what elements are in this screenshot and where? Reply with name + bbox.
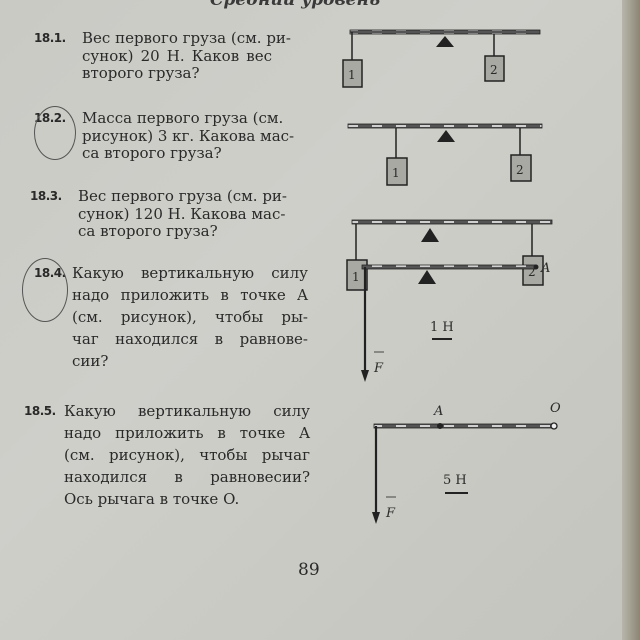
force-arrow-icon <box>372 512 380 524</box>
text-line: рисунок) 3 кг. Какова мас- <box>82 126 295 145</box>
weight-1-label: 1 <box>392 166 400 180</box>
text-line: Вес первого груза (см. ри- <box>82 29 291 47</box>
weight-2-label: 2 <box>490 63 498 77</box>
problem-number: 18.5. <box>24 404 56 418</box>
text-line: находился в равновесии? <box>64 468 310 486</box>
text-line: чаг находился в равнове- <box>72 330 308 348</box>
figure-18-2: 1 2 <box>347 123 543 186</box>
weight-1-label: 1 <box>352 270 360 284</box>
text-line: (см. рисунок), чтобы ры- <box>72 308 308 326</box>
pivot-o-icon <box>550 422 558 430</box>
scale-label: 1 Н <box>430 320 454 335</box>
text-line: сии? <box>72 352 109 370</box>
text-line: Масса первого груза (см. <box>82 109 284 127</box>
point-a-label: A <box>433 404 443 419</box>
text-line: сунок) 120 Н. Какова мас- <box>78 204 286 223</box>
force-arrow-icon <box>361 370 369 382</box>
problem-number: 18.3. <box>30 189 62 203</box>
figure-18-4: A F 1 Н <box>361 261 550 382</box>
text-line: са второго груза? <box>78 222 218 240</box>
figure-18-5: A O F 5 Н <box>372 401 561 524</box>
force-label: F <box>373 361 384 376</box>
book-spine <box>622 0 640 640</box>
force-label: F <box>385 506 396 521</box>
fulcrum-icon <box>421 228 439 242</box>
figure-18-1: 1 2 <box>342 29 541 88</box>
text-line: Какую вертикальную силу <box>72 264 308 282</box>
problem-18-3: 18.3. Вес первого груза (см. ри- сунок) … <box>30 187 287 241</box>
pencil-circle <box>34 106 76 160</box>
fulcrum-icon <box>437 130 455 142</box>
scale-label: 5 Н <box>443 473 467 488</box>
text-line: сунок) 20 Н. Каков вес <box>82 46 272 65</box>
problem-18-5: 18.5. Какую вертикальную силу надо прило… <box>24 400 310 510</box>
text-line: (см. рисунок), чтобы рычаг <box>64 446 310 464</box>
weight-2-label: 2 <box>516 163 524 177</box>
problem-18-1: 18.1. Вес первого груза (см. ри- сунок) … <box>34 29 291 83</box>
fulcrum-icon <box>418 270 436 284</box>
pencil-circle <box>22 258 68 322</box>
problem-number: 18.1. <box>34 31 66 45</box>
point-o-label: O <box>550 401 561 416</box>
point-a-label: A <box>540 261 550 276</box>
text-line: Какую вертикальную силу <box>64 402 310 420</box>
text-line: надо приложить в точке A <box>72 286 308 304</box>
page-number: 89 <box>298 560 320 580</box>
text-line: надо приложить в точке A <box>64 424 310 442</box>
fulcrum-icon <box>436 36 454 47</box>
text-line: Вес первого груза (см. ри- <box>78 187 287 205</box>
text-line: Ось рычага в точке O. <box>64 490 240 508</box>
section-header: Средний уровень <box>210 0 381 10</box>
figure-18-3: 1 2 <box>346 219 553 291</box>
point-a-dot <box>437 423 443 429</box>
weight-2-label: 2 <box>528 265 536 279</box>
text-line: са второго груза? <box>82 144 222 162</box>
text-line: второго груза? <box>82 64 200 82</box>
weight-1-label: 1 <box>348 68 356 82</box>
